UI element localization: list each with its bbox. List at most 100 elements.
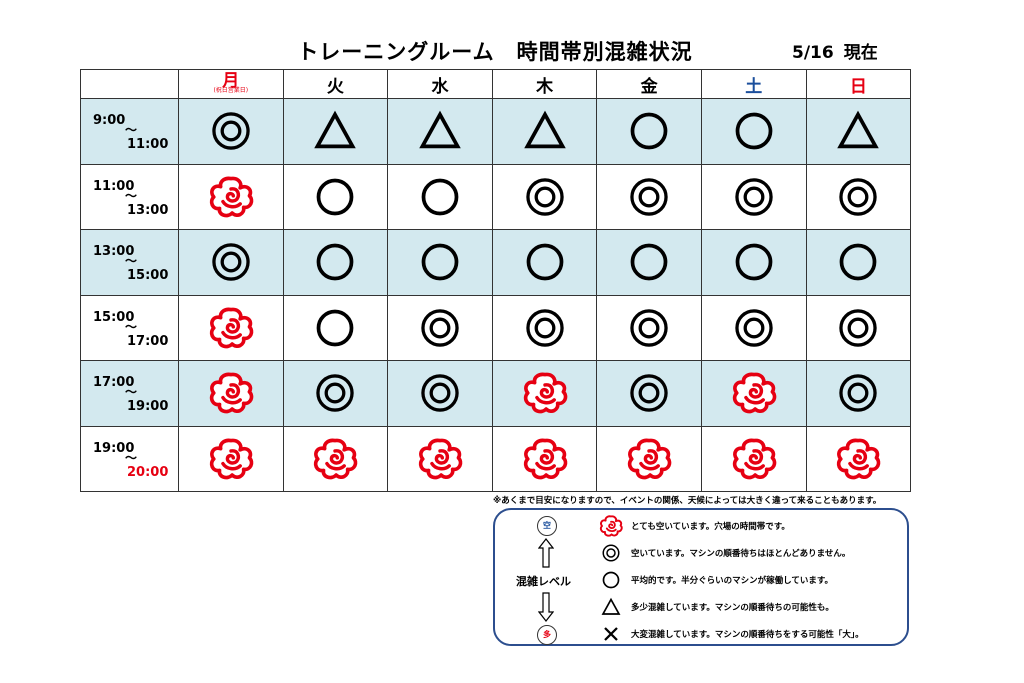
congestion-cell xyxy=(491,229,598,296)
slot-end-time: 20:00 xyxy=(127,464,169,480)
as-of-label: 現在 xyxy=(843,43,878,63)
scale-empty-marker: 空 xyxy=(537,516,557,536)
legend-symbol xyxy=(597,543,625,563)
flower-icon xyxy=(523,438,567,480)
flower-icon xyxy=(732,372,777,414)
slot-range-tilde: ～ xyxy=(125,254,138,268)
time-slot-cell: 11:00～13:00 xyxy=(80,163,179,230)
flower-icon xyxy=(209,438,254,480)
congestion-cell xyxy=(282,229,389,296)
congestion-cell xyxy=(282,98,389,165)
congestion-cell xyxy=(491,163,598,230)
congestion-cell xyxy=(700,229,807,296)
slot-end-time: 17:00 xyxy=(127,333,169,349)
flower-icon xyxy=(599,515,623,537)
time-slot-row: 9:00～11:00 xyxy=(80,98,912,165)
congestion-cell xyxy=(596,360,702,427)
slot-range-tilde: ～ xyxy=(125,319,138,334)
congestion-cell xyxy=(178,425,284,492)
congestion-cell xyxy=(700,163,807,230)
day-header-tue: 火 xyxy=(282,69,389,99)
legend-text: 平均的です。半分ぐらいのマシンが稼働しています。 xyxy=(631,576,834,586)
time-slot-row: 11:00～13:00 xyxy=(80,163,912,230)
circle-icon xyxy=(317,178,354,216)
time-slot-cell: 9:00～11:00 xyxy=(80,98,179,165)
day-header-row: 月(祝日営業日) 火 水 木 金 土 日 xyxy=(80,69,912,99)
congestion-cell xyxy=(805,98,912,165)
disclaimer-note: ※あくまで目安になりますので、イベントの関係、天候によっては大きく違って来ること… xyxy=(493,496,882,506)
legend-item: 平均的です。半分ぐらいのマシンが稼働しています。 xyxy=(597,568,833,592)
legend-text: 大変混雑しています。マシンの順番待ちをする可能性「大」。 xyxy=(631,630,864,640)
congestion-cell xyxy=(596,163,702,230)
slot-end-time: 13:00 xyxy=(127,202,169,218)
as-of-date: 5/16 現在 xyxy=(792,38,878,63)
slot-end-time: 15:00 xyxy=(127,268,169,283)
congestion-cell xyxy=(387,360,493,427)
congestion-cell xyxy=(178,229,284,296)
double-circle-icon xyxy=(421,374,459,412)
double-circle-icon xyxy=(735,309,773,347)
legend-symbol xyxy=(597,597,625,617)
congestion-cell xyxy=(805,294,912,361)
time-slot-row: 13:00～15:00 xyxy=(80,229,912,296)
time-slot-row: 19:00～20:00 xyxy=(80,425,912,492)
congestion-cell xyxy=(596,229,702,296)
circle-icon xyxy=(421,243,459,281)
time-slot-row: 17:00～19:00 xyxy=(80,360,912,427)
congestion-cell xyxy=(491,425,598,492)
slot-end-time: 11:00 xyxy=(127,137,169,152)
time-slot-cell: 17:00～19:00 xyxy=(80,360,179,427)
flower-icon xyxy=(628,438,672,480)
congestion-cell xyxy=(700,425,807,492)
flower-icon xyxy=(209,176,254,218)
congestion-cell xyxy=(596,425,702,492)
slot-start-time: 9:00 xyxy=(93,113,126,128)
triangle-icon xyxy=(601,597,621,615)
circle-icon xyxy=(421,178,459,216)
congestion-cell xyxy=(282,425,389,492)
flower-icon xyxy=(732,438,777,480)
cross-icon xyxy=(604,627,618,641)
circle-icon xyxy=(602,571,620,589)
congestion-cell xyxy=(700,294,807,361)
day-header-sun: 日 xyxy=(805,69,912,99)
congestion-cell xyxy=(282,163,389,230)
day-header-fri: 金 xyxy=(596,69,702,99)
double-circle-icon xyxy=(839,178,878,216)
day-header-thu: 木 xyxy=(491,69,598,99)
as-of-date-value: 5/16 xyxy=(792,43,834,63)
slot-start-time: 17:00 xyxy=(93,375,135,390)
congestion-cell xyxy=(596,98,702,165)
double-circle-icon xyxy=(735,178,773,216)
double-circle-icon xyxy=(316,374,355,412)
congestion-cell xyxy=(178,294,284,361)
flower-icon xyxy=(209,307,254,349)
legend-box: 空 混雑レベル 多 とても空いています。穴場の時間帯です。空いています。マシンの… xyxy=(493,508,909,646)
circle-icon xyxy=(526,243,563,281)
flower-icon xyxy=(837,438,881,480)
congestion-cell xyxy=(596,294,702,361)
day-subnote: (祝日営業日) xyxy=(213,87,249,94)
arrow-down-icon xyxy=(538,592,554,622)
double-circle-icon xyxy=(212,112,250,150)
time-slot-cell: 13:00～15:00 xyxy=(80,229,179,296)
congestion-cell xyxy=(387,163,493,230)
double-circle-icon xyxy=(421,309,459,347)
slot-range-tilde: ～ xyxy=(125,123,138,137)
flower-icon xyxy=(314,438,358,480)
congestion-cell xyxy=(805,360,912,427)
slot-start-time: 15:00 xyxy=(93,309,135,325)
circle-icon xyxy=(630,112,668,150)
legend-item: 多少混雑しています。マシンの順番待ちの可能性も。 xyxy=(597,595,834,619)
slot-range-tilde: ～ xyxy=(125,450,138,465)
congestion-cell xyxy=(491,360,598,427)
time-slot-cell: 15:00～17:00 xyxy=(80,294,179,361)
legend-item: 大変混雑しています。マシンの順番待ちをする可能性「大」。 xyxy=(597,622,864,646)
day-header-sat: 土 xyxy=(700,69,807,99)
slot-range-tilde: ～ xyxy=(125,385,138,399)
scale-label: 混雑レベル xyxy=(516,575,571,588)
day-header-wed: 水 xyxy=(387,69,493,99)
circle-icon xyxy=(735,112,773,150)
double-circle-icon xyxy=(630,178,668,216)
